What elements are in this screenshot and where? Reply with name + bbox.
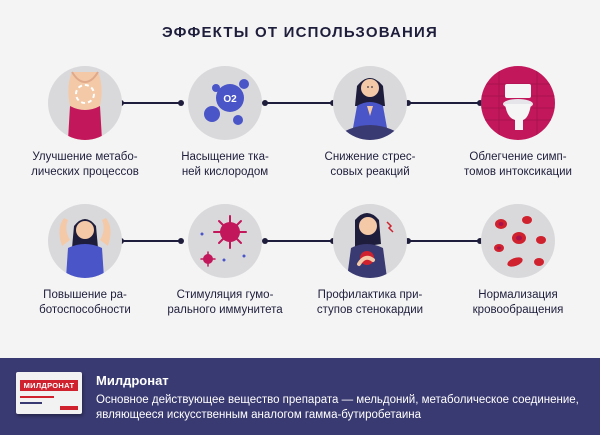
connector-line: [405, 238, 483, 244]
effect-performance: Повышение ра- ботоспособности: [10, 204, 160, 318]
effect-label: Улучшение метабо- лических процессов: [31, 151, 139, 178]
effect-label: Стимуляция гумо- рального иммунитета: [167, 289, 283, 316]
effect-angina: Профилактика при- ступов стенокардии: [295, 204, 445, 318]
package-label: МИЛДРОНАТ: [20, 380, 78, 391]
drug-description: Основное действующее вещество препарата …: [96, 394, 579, 421]
effect-label: Насыщение тка- ней кислородом: [181, 151, 269, 178]
effect-label: Профилактика при- ступов стенокардии: [316, 289, 424, 316]
drug-package-image: МИЛДРОНАТ: [16, 372, 82, 414]
torso-metabolism-icon: [48, 66, 122, 140]
effects-row-2: Повышение ра- ботоспособности Стимуляция…: [0, 204, 600, 364]
drug-info-footer: МИЛДРОНАТ Милдронат Основное действующее…: [0, 358, 600, 435]
effect-label: Нормализация кровообращения: [472, 289, 564, 316]
drug-name: Милдронат: [96, 373, 169, 388]
page-title: ЭФФЕКТЫ ОТ ИСПОЛЬЗОВАНИЯ: [161, 24, 439, 41]
effect-label: Снижение стрес- совых реакций: [324, 151, 416, 178]
strong-woman-icon: [48, 204, 122, 278]
effect-label: Повышение ра- ботоспособности: [39, 289, 131, 316]
effect-metabolism: Улучшение метабо- лических процессов: [10, 66, 160, 180]
meditating-woman-icon: [333, 66, 407, 140]
effect-oxygen: O2 Насыщение тка- ней кислородом: [150, 66, 300, 180]
toilet-icon: [481, 66, 555, 140]
heart-pain-woman-icon: [333, 204, 407, 278]
oxygen-molecule-icon: O2: [188, 66, 262, 140]
oxygen-badge: O2: [223, 94, 237, 105]
connector-line: [405, 100, 483, 106]
effect-stress: Снижение стрес- совых реакций: [295, 66, 445, 180]
blood-cells-icon: [481, 204, 555, 278]
virus-icon: [188, 204, 262, 278]
effect-label: Облегчение симп- томов интоксикации: [464, 151, 572, 178]
effect-circulation: Нормализация кровообращения: [443, 204, 593, 318]
effect-intoxication: Облегчение симп- томов интоксикации: [443, 66, 593, 180]
effects-row-1: Улучшение метабо- лических процессов O2 …: [0, 66, 600, 226]
effect-immunity: Стимуляция гумо- рального иммунитета: [150, 204, 300, 318]
